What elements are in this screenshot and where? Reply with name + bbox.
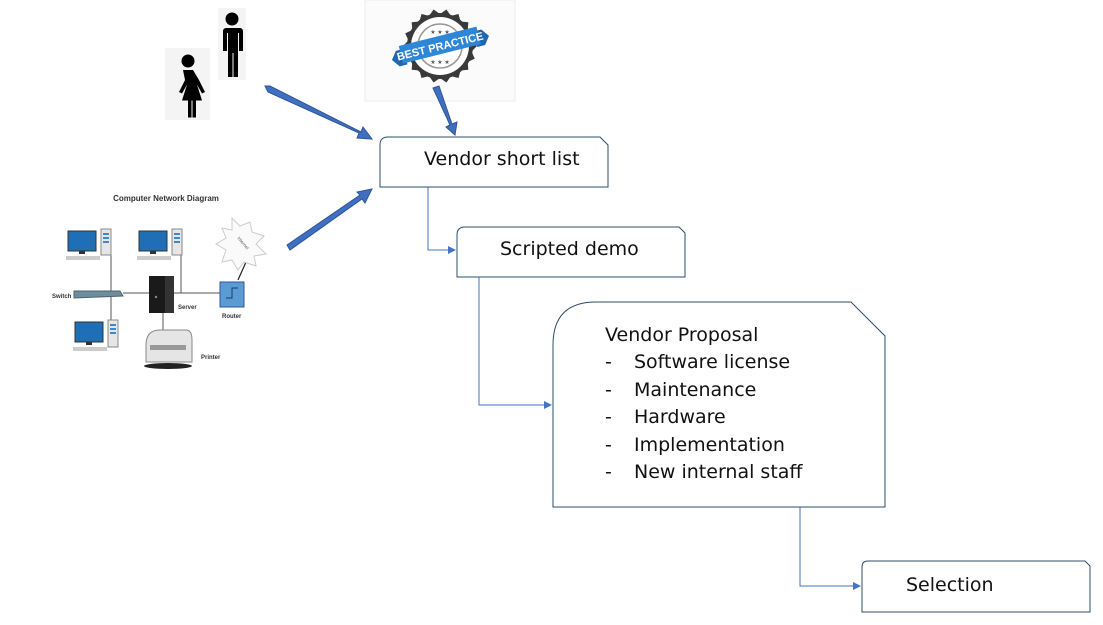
proposal-item-text: Software license xyxy=(634,351,791,374)
svg-text:★ ★ ★: ★ ★ ★ xyxy=(430,59,449,66)
router-icon xyxy=(219,281,245,308)
proposal-item-text: Implementation xyxy=(634,433,785,456)
selection-box[interactable] xyxy=(861,560,1091,613)
printer-icon xyxy=(144,329,193,369)
proposal-item-text: Hardware xyxy=(634,406,726,429)
scripted-demo-label: Scripted demo xyxy=(500,238,639,260)
svg-text:★ ★ ★: ★ ★ ★ xyxy=(430,29,449,36)
connector-shortlist-to-demo xyxy=(427,187,456,254)
proposal-item: - Implementation xyxy=(605,431,803,459)
internet-cloud-icon: Internet xyxy=(215,216,268,271)
vendor-proposal-content: Vendor Proposal - Software license - Mai… xyxy=(605,321,803,486)
bullet-dash: - xyxy=(605,406,612,429)
vendor-short-list-label: Vendor short list xyxy=(424,148,580,170)
connector-demo-to-proposal xyxy=(478,277,552,409)
computer-icon xyxy=(66,228,112,260)
computer-icon xyxy=(73,319,119,351)
bullet-dash: - xyxy=(605,433,612,456)
network-diagram-picture: Computer Network Diagram xyxy=(52,194,268,369)
vendor-short-list-box[interactable] xyxy=(379,136,609,188)
proposal-item: - Maintenance xyxy=(605,376,803,404)
block-arrow-people xyxy=(264,85,374,140)
server-label: Server xyxy=(178,305,197,311)
block-arrow-network xyxy=(286,188,373,251)
proposal-item-text: Maintenance xyxy=(634,378,757,401)
computer-icon xyxy=(137,228,183,260)
bullet-dash: - xyxy=(605,378,612,401)
scripted-demo-box[interactable] xyxy=(456,226,686,278)
proposal-item: - Hardware xyxy=(605,404,803,432)
router-label: Router xyxy=(222,314,242,320)
people-icon xyxy=(165,8,246,120)
switch-icon xyxy=(73,290,124,299)
switch-label: Switch xyxy=(52,294,72,300)
block-arrow-best-practice xyxy=(432,85,458,136)
vendor-proposal-box[interactable] xyxy=(552,301,886,508)
server-icon xyxy=(149,276,174,313)
selection-label: Selection xyxy=(906,574,994,596)
vendor-proposal-title: Vendor Proposal xyxy=(605,323,759,346)
network-diagram-title: Computer Network Diagram xyxy=(113,194,219,203)
best-practice-badge-icon: ★ ★ ★ ★ ★ ★ BEST PRACTICE xyxy=(364,0,516,102)
connector-proposal-to-selection xyxy=(799,507,861,590)
proposal-item-text: New internal staff xyxy=(634,461,803,484)
proposal-item: - Software license xyxy=(605,349,803,377)
printer-label: Printer xyxy=(201,355,221,361)
bullet-dash: - xyxy=(605,351,612,374)
bullet-dash: - xyxy=(605,461,612,484)
proposal-item: - New internal staff xyxy=(605,459,803,487)
